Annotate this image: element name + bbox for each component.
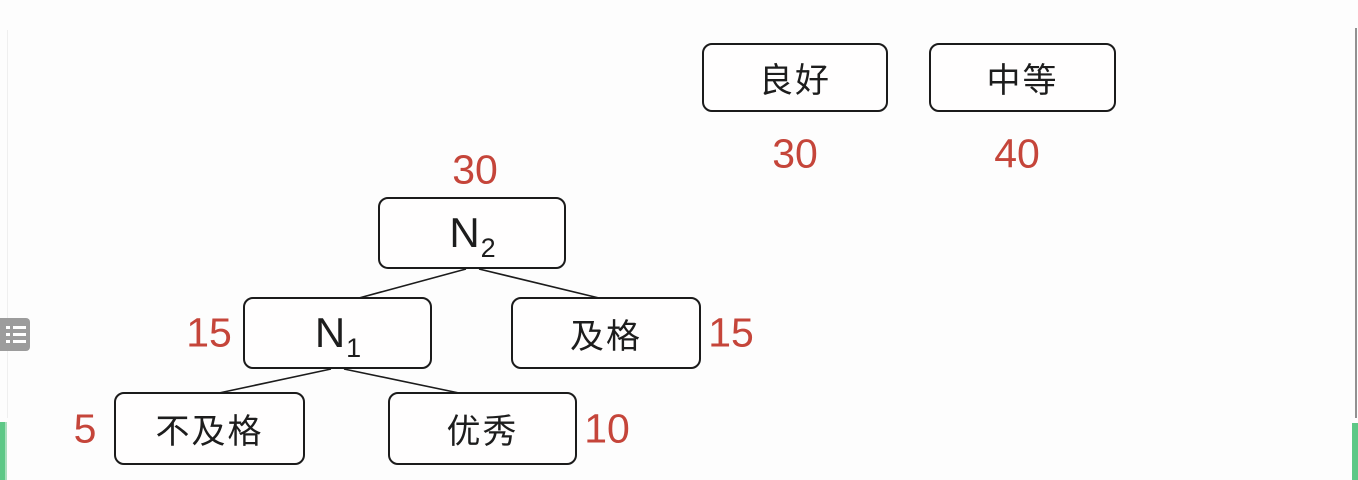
node-label: 优秀 [446,413,519,451]
node-label-sub: 1 [346,333,362,363]
node-zhongdeng: 中等 [929,43,1116,112]
node-youxiu: 优秀 [388,392,577,465]
edge-n2-jige [478,268,600,299]
node-bujige: 不及格 [114,392,305,465]
node-label: N2 [449,209,495,263]
list-icon-row [6,333,30,336]
list-icon-row [6,340,30,343]
weight-n2: 30 [452,146,498,193]
node-n1: N1 [243,297,432,369]
node-label: N1 [314,309,361,363]
node-label: 不及格 [155,413,264,451]
edge-n2-n1 [358,268,467,299]
node-label: 及格 [570,317,642,356]
green-bar-bottom-left [0,422,7,480]
node-label-sub: 2 [480,233,496,263]
right-panel-edge [1355,28,1357,418]
weight-lianghao: 30 [772,130,818,177]
node-lianghao: 良好 [702,43,888,112]
weight-youxiu: 10 [584,405,630,452]
list-icon [6,326,30,329]
green-bar-bottom-right [1352,423,1358,480]
node-label-base: N [449,209,480,256]
weight-n1: 15 [186,309,232,356]
weight-bujige: 5 [73,405,97,452]
edge-n1-youxiu [343,368,460,394]
node-label: 良好 [759,62,831,100]
node-jige: 及格 [511,297,701,369]
edge-n1-bujige [218,368,332,394]
node-label-base: N [314,309,346,356]
node-label: 中等 [986,62,1059,100]
weight-zhongdeng: 40 [994,130,1040,177]
node-n2: N2 [378,197,566,269]
left-panel-edge [7,30,8,418]
weight-jige: 15 [708,309,754,356]
sidebar-toggle-button[interactable] [0,318,30,351]
